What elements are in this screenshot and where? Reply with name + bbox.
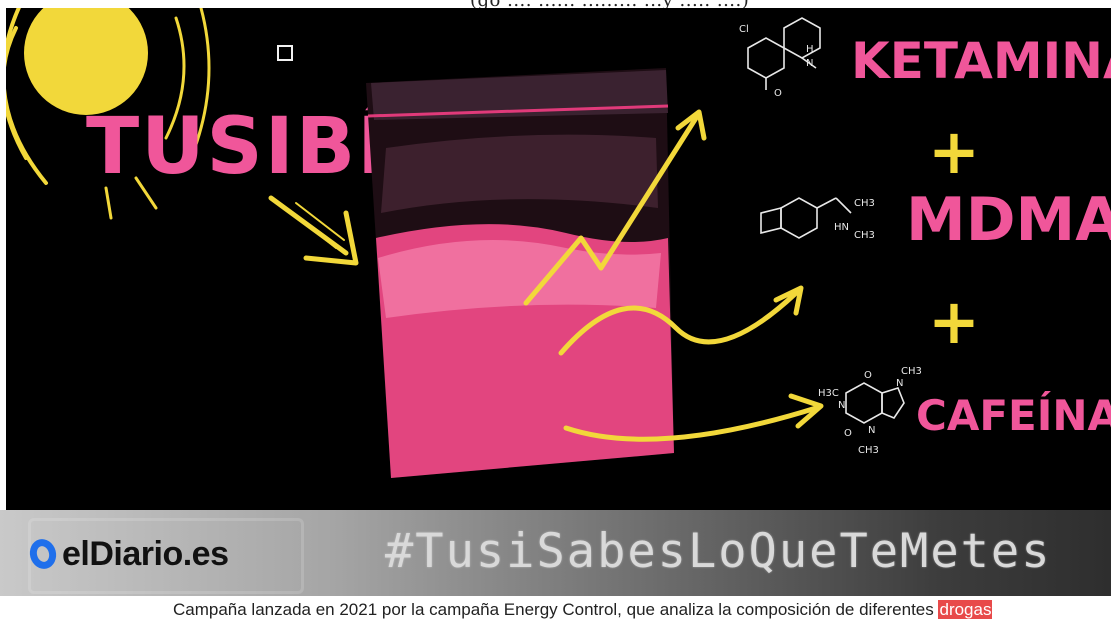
ingredient-ketamina: KETAMINA — [851, 32, 1111, 90]
plus-sign-2: + — [928, 285, 980, 358]
brand-word: TUSIBÍ — [86, 100, 388, 192]
eldiario-logo-icon — [26, 536, 60, 572]
eldiario-logo-text: elDiario.es — [62, 534, 229, 573]
image-caption: Campaña lanzada en 2021 por la campaña E… — [0, 596, 1111, 623]
hero-illustration: TUSIBÍ — [6, 8, 1111, 478]
svg-text:N: N — [896, 378, 903, 389]
svg-text:CH3: CH3 — [854, 198, 875, 209]
ingredient-mdma: MDMA — [906, 185, 1111, 255]
sun-icon — [6, 8, 211, 220]
caption-paragraph: Campaña lanzada en 2021 por la campaña E… — [173, 600, 993, 620]
arrow-mdma-icon — [558, 285, 804, 356]
eldiario-logo[interactable]: elDiario.es — [26, 532, 229, 576]
svg-text:CH3: CH3 — [858, 445, 879, 456]
top-caption-text: (go .... ...... ......... ...y ..... ...… — [470, 0, 750, 11]
powder-bag — [366, 68, 674, 478]
caption-text: Campaña lanzada en 2021 por la campaña E… — [173, 600, 939, 619]
arrow-to-bag-icon — [268, 195, 359, 266]
plus-sign-1: + — [928, 115, 980, 188]
svg-text:CH3: CH3 — [854, 230, 875, 241]
svg-text:N: N — [868, 425, 875, 436]
svg-text:CH3: CH3 — [901, 366, 922, 377]
ketamine-molecule-icon: Cl H N O — [739, 17, 821, 99]
svg-text:Cl: Cl — [739, 24, 749, 35]
svg-text:H: H — [806, 44, 814, 55]
ingredient-cafeina: CAFEÍNA — [916, 390, 1111, 440]
arrow-ketamina-icon — [523, 109, 707, 306]
arrow-cafeina-icon — [563, 393, 824, 442]
caffeine-molecule-icon: H3C N N N O O CH3 CH3 — [818, 366, 922, 456]
svg-text:O: O — [844, 428, 852, 439]
ghost-logo-outline — [28, 518, 304, 594]
brand-band: elDiario.es #TusiSabesLoQueTeMetes — [0, 510, 1111, 596]
hero-image: TUSIBÍ — [6, 8, 1111, 510]
svg-text:HN: HN — [834, 222, 849, 233]
trademark-icon — [277, 45, 293, 61]
campaign-hashtag: #TusiSabesLoQueTeMetes — [385, 524, 1052, 579]
mdma-molecule-icon: CH3 HN CH3 — [760, 197, 875, 241]
svg-text:N: N — [838, 400, 845, 411]
svg-text:O: O — [774, 88, 782, 99]
caption-link-drogas[interactable]: drogas — [938, 600, 993, 619]
svg-text:H3C: H3C — [818, 388, 839, 399]
svg-text:N: N — [806, 58, 813, 69]
svg-text:O: O — [864, 370, 872, 381]
